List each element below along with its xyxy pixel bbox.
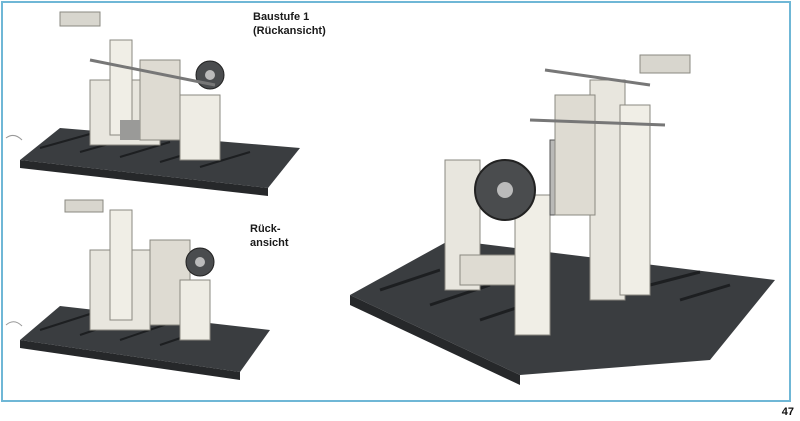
page-number: 47 xyxy=(781,406,794,418)
caption-rueckansicht: Rück- ansicht xyxy=(250,222,289,250)
caption-baustufe-subtitle: (Rückansicht) xyxy=(253,25,326,37)
caption-baustufe: Baustufe 1 (Rückansicht) xyxy=(253,10,326,38)
caption-baustufe-title: Baustufe 1 xyxy=(253,11,310,23)
caption-rueckansicht-line2: ansicht xyxy=(250,237,289,249)
caption-rueckansicht-line1: Rück- xyxy=(250,223,281,235)
